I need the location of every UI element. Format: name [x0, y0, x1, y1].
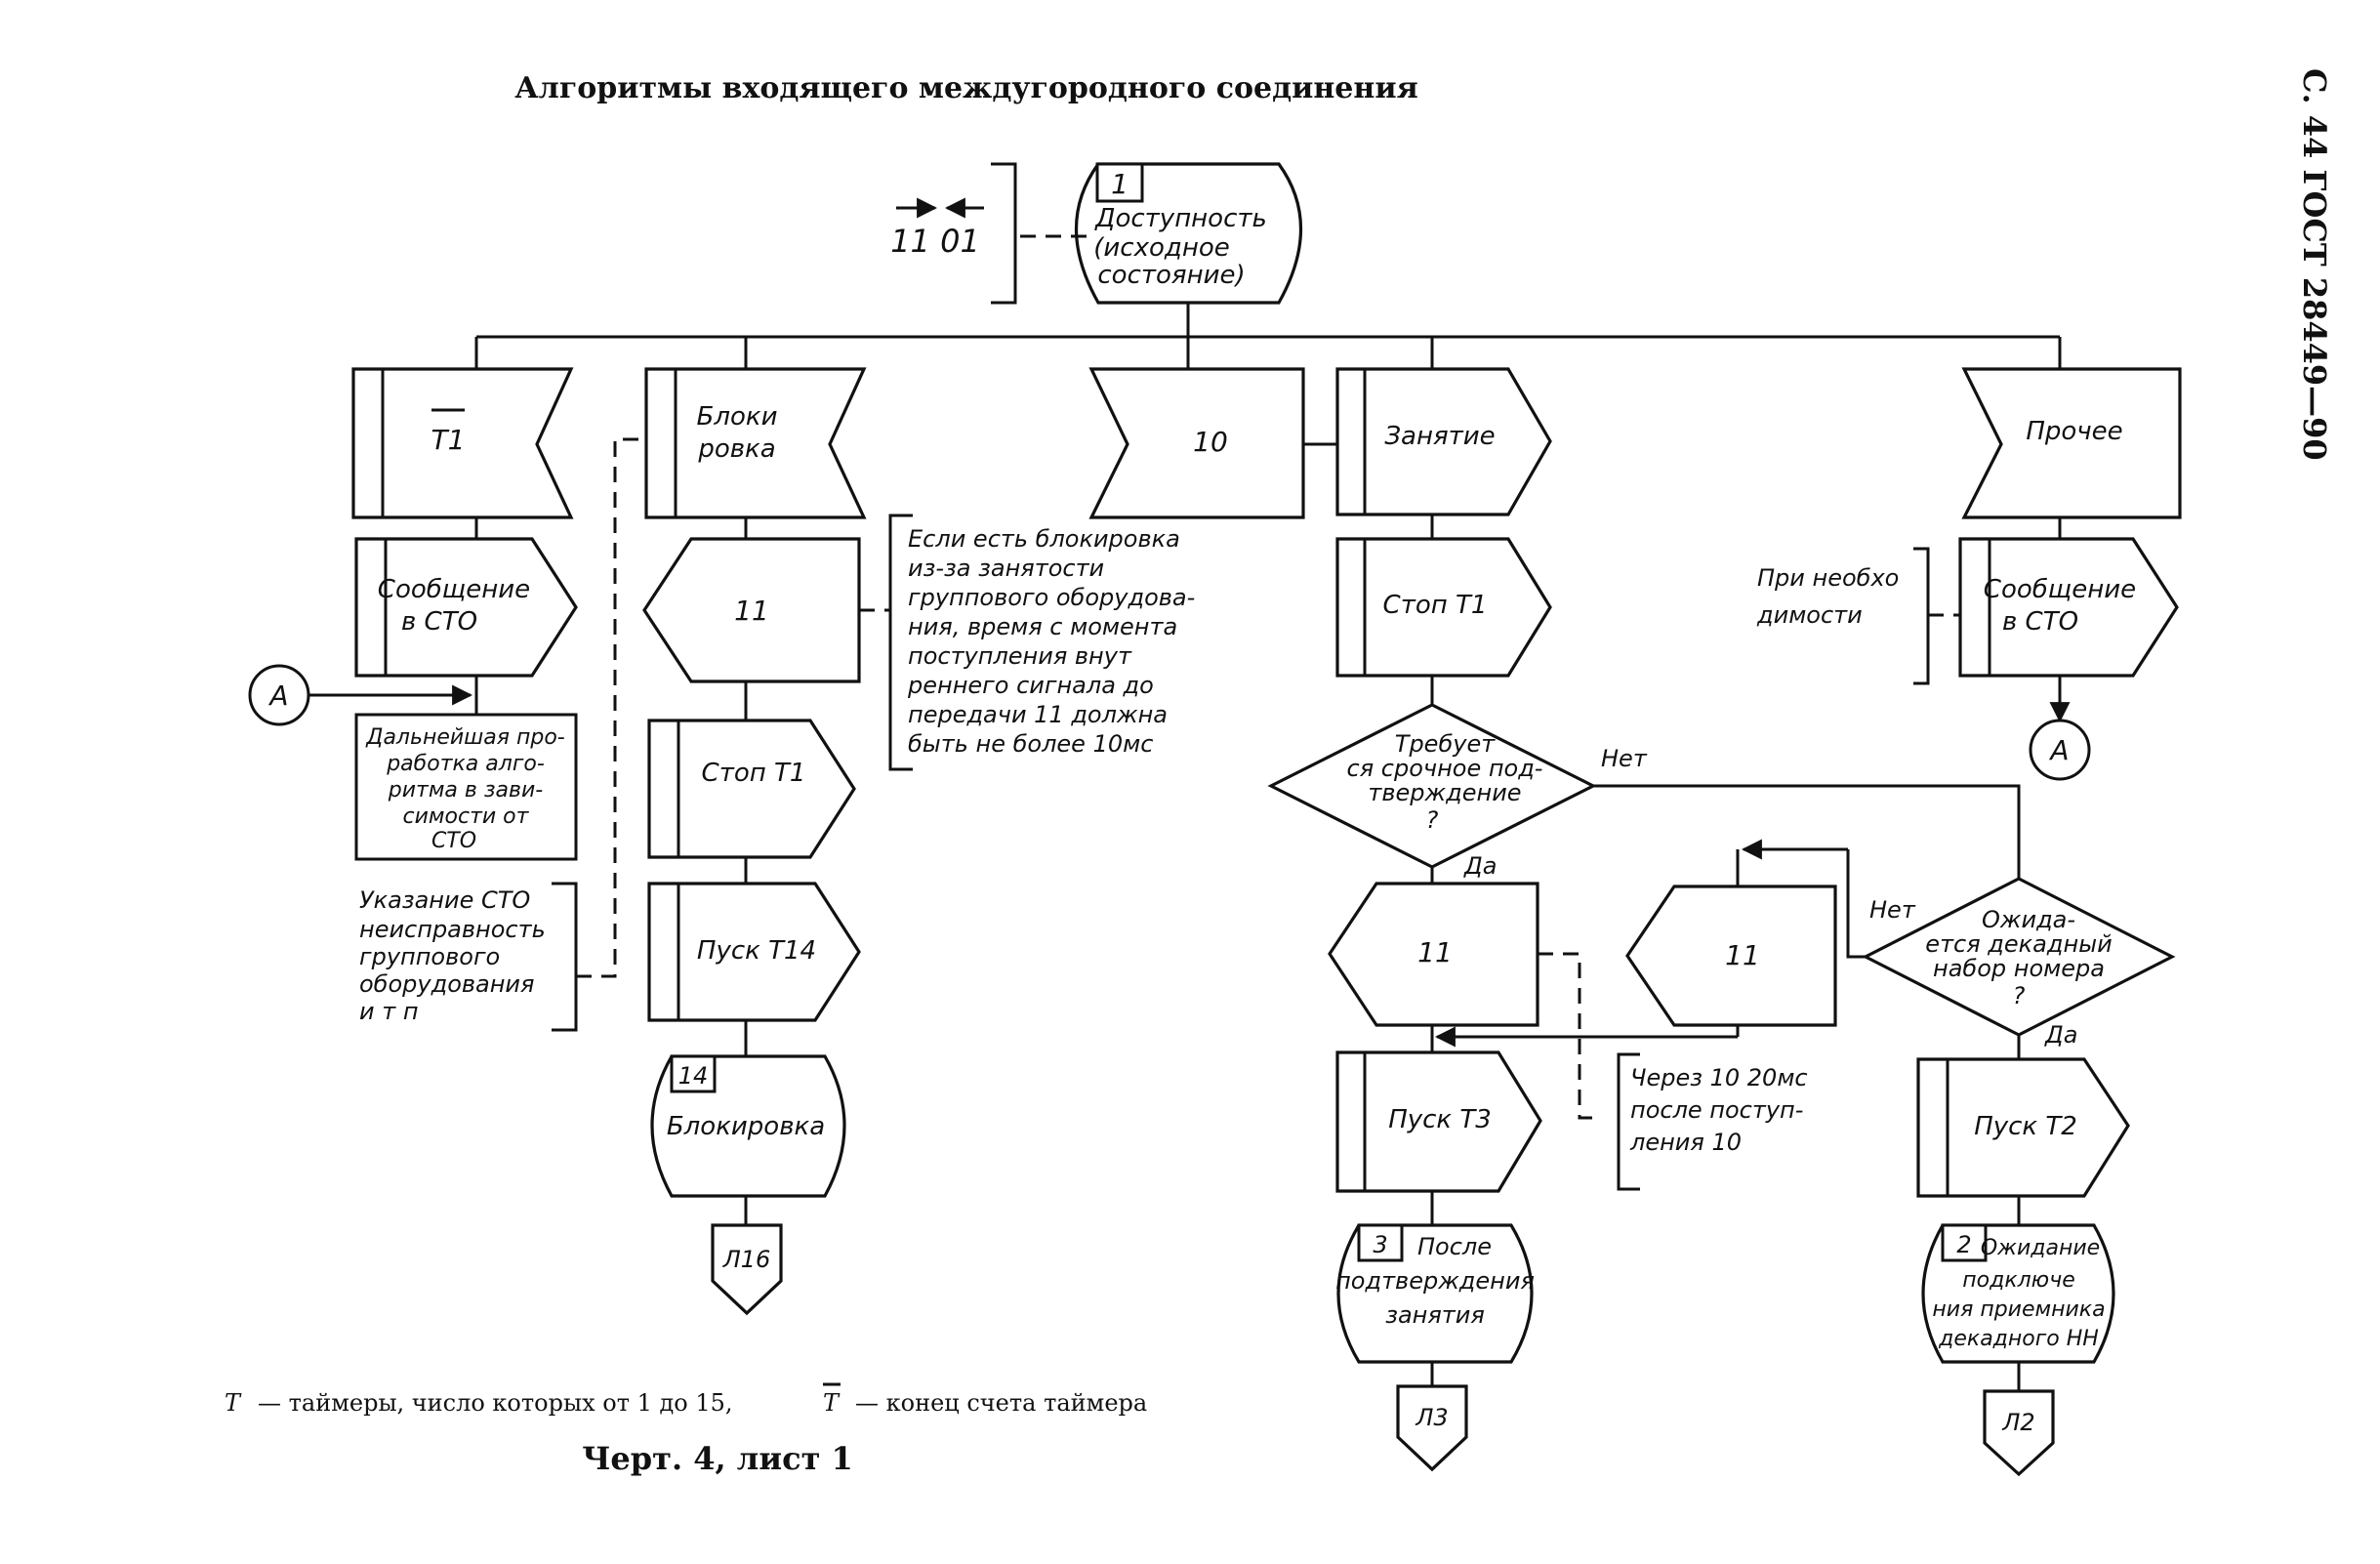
- block-note-line7: передачи 11 должна: [908, 701, 1168, 728]
- other-decision-line3: набор номера: [1933, 955, 2105, 982]
- branch-10: 10: [1088, 367, 1337, 519]
- block-start: Пуск Т14: [697, 936, 816, 966]
- branch-t1: T1 Сообщение в СТО Дальнейшая про- работ…: [351, 367, 649, 1032]
- block-stop: Стоп Т1: [702, 759, 806, 788]
- seize-decision-line4: ?: [1426, 806, 1439, 834]
- t1-note-line4: симости от: [403, 804, 530, 829]
- other-msg-line2: в СТО: [2002, 607, 2078, 637]
- seize-note-line2: после поступ-: [1630, 1096, 1803, 1124]
- page-header: С. 44 ГОСТ 28449—90: [2296, 68, 2333, 461]
- other-no: Нет: [1869, 896, 1916, 924]
- other-yes: Да: [2044, 1021, 2077, 1049]
- seize-yes: Да: [1463, 852, 1497, 880]
- top-signal-label: 11 01: [890, 223, 980, 260]
- branch-10-input: 10: [1193, 426, 1228, 458]
- connector-a-right-label: A: [2048, 734, 2069, 766]
- other-state-line3: ния приемника: [1932, 1297, 2105, 1322]
- block-note-line8: быть не более 10мс: [908, 730, 1153, 758]
- other-state-line1: Ожидание: [1981, 1236, 2100, 1260]
- seize-decision-line1: Требует: [1395, 730, 1496, 758]
- t1-msg-line1: Сообщение: [378, 575, 530, 604]
- footnote-t1: T: [225, 1389, 242, 1417]
- block-note-line5: поступления внут: [908, 642, 1132, 670]
- branch-blocking: Блоки ровка 11 Стоп Т1 Пуск Т14 14 Блоки…: [642, 367, 1195, 1316]
- state-1-line1: Доступность: [1094, 204, 1267, 233]
- t1-note2-line1: Указание СТО: [359, 886, 530, 914]
- seize-decision-line3: тверждение: [1368, 779, 1521, 806]
- figure-caption: Черт. 4, лист 1: [582, 1440, 853, 1477]
- branch-other: Прочее Сообщение в СТО A При необхо димо…: [1593, 367, 2182, 1477]
- state-1-line3: состояние): [1097, 261, 1245, 290]
- seize-decision-line2: ся срочное под-: [1347, 755, 1543, 782]
- block-note-line2: из-за занятости: [908, 555, 1104, 582]
- state-1-number: 1: [1111, 168, 1128, 200]
- other-msg-line1: Сообщение: [1984, 575, 2136, 604]
- other-decision-line2: ется декадный: [1925, 930, 2112, 958]
- seize-state-line2: подтверждения: [1335, 1267, 1535, 1295]
- other-input: Прочее: [2026, 417, 2122, 446]
- footnote: T — таймеры, число которых от 1 до 15, T…: [225, 1382, 1147, 1417]
- seize-note-line3: ления 10: [1629, 1129, 1742, 1156]
- page-title: Алгоритмы входящего междугородного соеди…: [514, 71, 1418, 105]
- seize-note-line1: Через 10 20мс: [1630, 1064, 1808, 1091]
- state-1-initial: 1 Доступность (исходное состояние): [1075, 162, 1302, 305]
- block-out11: 11: [734, 595, 769, 627]
- seize-state-line1: После: [1417, 1233, 1492, 1260]
- connector-a-left: A: [248, 664, 473, 726]
- block-note-line4: ния, время с момента: [908, 613, 1177, 640]
- other-state-line4: декадного НН: [1938, 1327, 2099, 1351]
- block-note-line1: Если есть блокировка: [908, 525, 1180, 553]
- block-goto: Л16: [722, 1246, 771, 1273]
- block-note-line6: реннего сигнала до: [907, 672, 1154, 699]
- footnote-t2: — таймеры, число которых от 1 до 15,: [258, 1389, 733, 1417]
- seize-state-line3: занятия: [1385, 1301, 1485, 1329]
- other-decision-line4: ?: [2013, 982, 2026, 1009]
- connector-a-left-label: A: [267, 679, 288, 712]
- footnote-t4: — конец счета таймера: [855, 1389, 1147, 1417]
- seize-start: Пуск Т3: [1388, 1105, 1492, 1134]
- seize-input: Занятие: [1384, 422, 1495, 451]
- other-note-line2: димости: [1756, 601, 1863, 629]
- top-signal-annotation: 11 01: [890, 162, 1095, 305]
- block-input-line1: Блоки: [697, 402, 778, 432]
- t1-input-label: T1: [431, 424, 466, 456]
- other-decision-line1: Ожида-: [1982, 906, 2075, 933]
- other-goto: Л2: [2001, 1409, 2034, 1436]
- branch-seizure: Занятие Стоп Т1 Требует ся срочное под- …: [1267, 367, 1837, 1472]
- seize-out11b: 11: [1725, 939, 1760, 971]
- t1-note-line3: ритма в зави-: [388, 778, 544, 803]
- other-note-line1: При необхо: [1757, 564, 1899, 592]
- other-state-line2: подключе: [1962, 1268, 2074, 1293]
- block-state-number: 14: [678, 1062, 709, 1090]
- footnote-t3: T: [823, 1389, 841, 1417]
- other-state-number: 2: [1956, 1231, 1971, 1258]
- t1-note2-line2: неисправность: [359, 916, 546, 943]
- t1-note2-line4: оборудования: [359, 970, 534, 998]
- seize-no: Нет: [1601, 745, 1648, 772]
- t1-note-line5: СТО: [431, 829, 476, 853]
- seize-state-number: 3: [1373, 1231, 1387, 1258]
- block-state: Блокировка: [667, 1112, 825, 1141]
- t1-msg-line2: в СТО: [401, 607, 477, 637]
- seize-out11: 11: [1417, 936, 1453, 968]
- state-1-line2: (исходное: [1093, 233, 1230, 263]
- block-note-line3: группового оборудова-: [908, 584, 1195, 611]
- block-input-line2: ровка: [697, 434, 775, 464]
- t1-note2-line5: и т п: [359, 998, 419, 1025]
- other-start: Пуск Т2: [1974, 1112, 2077, 1141]
- seize-stop: Стоп Т1: [1383, 591, 1488, 620]
- seize-goto: Л3: [1415, 1404, 1448, 1431]
- t1-note-line2: работка алго-: [386, 752, 545, 776]
- t1-note2-line3: группового: [359, 943, 500, 970]
- t1-note-line1: Дальнейшая про-: [365, 725, 565, 750]
